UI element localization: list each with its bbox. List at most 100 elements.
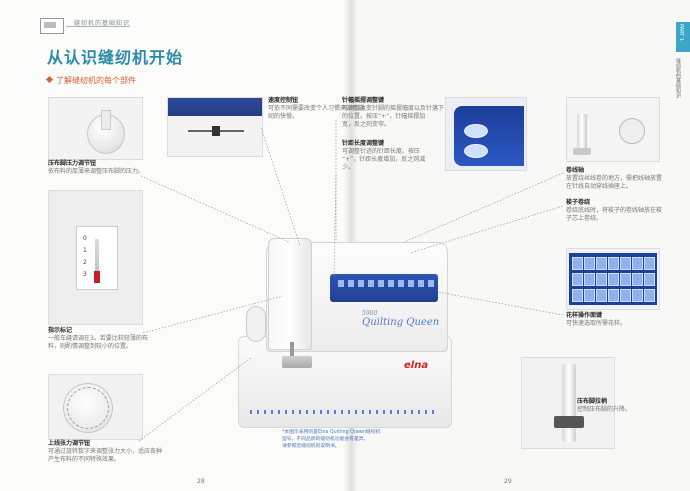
label-desc: 控制压布脚的升降。: [577, 406, 632, 414]
label-pattern-keys: 花样操作面键 可快速选取所需花样。: [566, 312, 626, 328]
machine-thumbnail-icon: [40, 18, 64, 34]
label-desc: 宽，反之则变窄。: [342, 121, 391, 129]
pattern-key: [608, 273, 619, 286]
stitch-width-key-icon: [464, 124, 488, 138]
machine-key: [428, 280, 434, 287]
label-desc: 少。: [342, 164, 355, 172]
caption-line: 请参照您缝纫机的说明书。: [282, 443, 340, 449]
machine-key: [378, 280, 384, 287]
stitch-keys-photo: [445, 97, 527, 171]
blue-panel-strip: [168, 98, 262, 116]
stitch-control-panel: [454, 106, 524, 166]
stitch-length-key-icon: [464, 144, 488, 158]
spool-pin-icon: [577, 114, 587, 150]
pattern-keys-photo: [566, 248, 660, 310]
needle-plate: [282, 356, 312, 368]
label-desc: 可调整改变针脚的摇摆幅度以及针落下: [342, 105, 445, 113]
label-desc: 放置绕丝线卷的地方，需把线轴放置在针线自动穿线插座上。: [566, 175, 663, 191]
label-title: 梭子卷绕: [566, 199, 591, 206]
pattern-key: [584, 273, 595, 286]
dial-number: 0: [83, 235, 87, 242]
label-bobbin-winder: 梭子卷绕 卷绕底线时，将梭子的卷线轴放在梭子芯上卷绕。: [566, 199, 664, 223]
label-indicator: 指示标记 一般车缝请调在3。若要比较轻薄的布 料，则酌情调整到较小的位置。: [48, 327, 148, 351]
page-title: 从认识缝纫机开始: [47, 48, 184, 67]
label-desc: 一般车缝请调在3。若要比较轻薄的布: [48, 335, 148, 343]
label-desc: 的位置。按压“+”，针幅摇摆加: [342, 113, 426, 121]
machine-key: [338, 280, 344, 287]
pattern-key: [572, 289, 583, 302]
chapter-side-text: 缝纫机的基础知识: [675, 58, 681, 98]
label-desc: 依布料的厚薄来调整压布脚的压力。: [48, 168, 145, 176]
chapter-tab: [676, 22, 690, 52]
pattern-key: [644, 289, 655, 302]
pattern-key: [608, 289, 619, 302]
chapter-tab-label: PART 1: [678, 24, 684, 42]
dial-track: [95, 239, 99, 281]
speed-slider-icon: [188, 126, 244, 136]
pattern-key-grid: [569, 253, 657, 305]
page-number-left: 28: [197, 478, 205, 485]
pattern-key: [620, 257, 631, 270]
presser-foot-icon: [554, 416, 584, 428]
label-desc: 卷绕底线时，将梭子的卷线轴放在梭子芯上卷绕。: [566, 207, 663, 223]
pattern-key: [620, 273, 631, 286]
dial-number: 3: [83, 271, 87, 278]
label-desc: 可调整针迹的针距长度。按压: [342, 148, 421, 156]
label-desc: 料，则酌情调整到较小的位置。: [48, 343, 133, 351]
machine-key: [358, 280, 364, 287]
label-desc: “+”，针距长度增加，反之则减: [342, 156, 426, 164]
pattern-key: [596, 289, 607, 302]
presser-lever-photo: [521, 357, 615, 449]
section-breadcrumb: 缝纫机的基础知识: [74, 20, 131, 27]
subtitle-text: 了解缝纫机的每个部件: [56, 76, 136, 85]
pattern-key: [632, 289, 643, 302]
presser-lever-arm: [562, 364, 576, 442]
pattern-key: [644, 273, 655, 286]
presser-pressure-photo: [48, 97, 143, 160]
dial-panel: 0 1 2 3: [76, 226, 118, 290]
label-title: 速度控制钮: [268, 97, 299, 104]
label-title: 卷线轴: [566, 167, 585, 174]
dial-number: 2: [83, 259, 87, 266]
label-title: 针距长度调整键: [342, 140, 385, 147]
brand-logo: elna: [404, 360, 429, 371]
label-needle-position: 针幅摇摆调整键 可调整改变针脚的摇摆幅度以及针落下 的位置。按压“+”，针幅摇摆…: [342, 97, 444, 129]
machine-model-name: Quilting Queen: [362, 317, 440, 328]
pattern-key: [572, 257, 583, 270]
spool-base: [573, 148, 591, 155]
caption-line: 型号，不同品牌的缝纫机功能会有差异，: [282, 436, 369, 442]
machine-model-number: 5900: [362, 310, 378, 317]
page-subtitle: 了解缝纫机的每个部件: [45, 75, 136, 86]
tension-dial-ticks: [67, 387, 109, 429]
machine-key: [388, 280, 394, 287]
thread-tension-photo: [48, 374, 143, 440]
label-presser-pressure: 压布脚压力调节钮 依布料的厚薄来调整压布脚的压力。: [48, 160, 144, 176]
diamond-bullet-icon: [45, 75, 54, 84]
machine-key: [348, 280, 354, 287]
pattern-key: [596, 273, 607, 286]
label-title: 压布脚压力调节钮: [48, 160, 97, 167]
machine-key: [408, 280, 414, 287]
label-desc: 纫的快慢。: [268, 113, 299, 121]
pattern-key: [596, 257, 607, 270]
pattern-key: [584, 257, 595, 270]
speed-dial-photo: [167, 97, 263, 157]
machine-needle: [290, 342, 294, 362]
label-spool-pin: 卷线轴 放置绕丝线卷的地方，需把线轴放置在针线自动穿线插座上。: [566, 167, 664, 191]
label-desc: 可快速选取所需花样。: [566, 320, 627, 328]
label-desc: 可依不同需要改变个人习惯来调整缝: [268, 105, 365, 113]
knob-stripe: [101, 110, 111, 130]
base-ruler: [250, 410, 438, 414]
label-title: 花样操作面键: [566, 312, 603, 319]
label-desc: 产生布料的不同特殊效果。: [48, 456, 121, 464]
bobbin-winder-icon: [619, 118, 645, 144]
label-title: 上线张力调节钮: [48, 440, 91, 447]
header-rule: [66, 26, 130, 27]
label-stitch-length: 针距长度调整键 可调整针迹的针距长度。按压 “+”，针距长度增加，反之则减 少。: [342, 140, 425, 172]
pattern-key: [572, 273, 583, 286]
pattern-key: [632, 273, 643, 286]
pattern-key: [584, 289, 595, 302]
